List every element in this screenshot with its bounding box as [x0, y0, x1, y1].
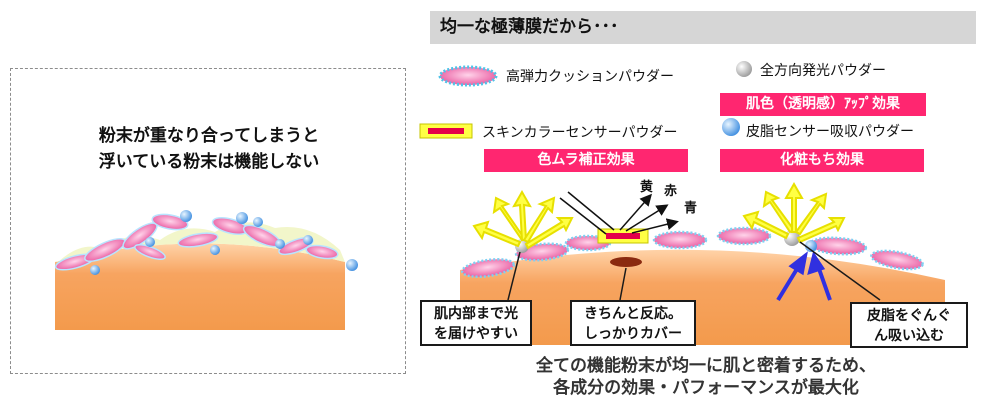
light-rays-left [472, 189, 574, 250]
effect-makeup-lasting: 化粧もち効果 [720, 149, 924, 172]
callout-absorb-line-2: ん吸い込む [874, 328, 944, 344]
omni-light-powder-icon [736, 61, 752, 77]
sebum-sensor-powder-icon [722, 118, 740, 136]
callout-light-line-2: を届けやすい [434, 326, 518, 342]
legend-cushion-label: 高弾力クッションパウダー [506, 69, 674, 85]
effect-translucency: 肌色（透明感）ｱｯﾌﾟ効果 [720, 93, 926, 116]
caption-line-1: 全ての機能粉末が均一に肌と密着するため、 [536, 356, 876, 376]
color-label-yellow: 黄 [640, 180, 654, 195]
callout-react: きちんと反応。 しっかりカバー [570, 300, 696, 346]
legend-omni-label: 全方向発光パウダー [760, 63, 886, 79]
left-comparison-panel: 粉末が重なり合ってしまうと 浮いている粉末は機能しない [10, 68, 406, 374]
left-skin-illustration [54, 210, 358, 330]
callout-light-line-1: 肌内部まで光 [434, 306, 518, 322]
callout-light: 肌内部まで光 を届けやすい [420, 300, 532, 346]
cushion-powder-icon [438, 65, 498, 87]
right-banner: 均一な極薄膜だから･･･ [430, 11, 976, 44]
callout-absorb-line-1: 皮脂をぐんぐ [867, 308, 951, 324]
callout-react-line-2: しっかりカバー [584, 326, 682, 342]
left-line-1: 粉末が重なり合ってしまうと [98, 126, 320, 146]
legend-skin-sensor-label: スキンカラーセンサーパウダー [482, 125, 678, 141]
callout-react-line-1: きちんと反応。 [584, 306, 682, 322]
effect-color-correction: 色ムラ補正効果 [484, 149, 688, 172]
color-label-blue: 青 [684, 201, 698, 216]
color-label-red: 赤 [664, 184, 678, 199]
left-explanation: 粉末が重なり合ってしまうと 浮いている粉末は機能しない [41, 123, 377, 175]
callout-absorb: 皮脂をぐんぐ ん吸い込む [850, 302, 968, 348]
legend-sebum-label: 皮脂センサー吸収パウダー [746, 124, 914, 140]
sebum-arrows [776, 251, 832, 302]
light-rays-right [742, 181, 846, 244]
left-line-2: 浮いている粉末は機能しない [98, 152, 320, 172]
color-reflection-lines [559, 191, 679, 235]
bottom-caption: 全ての機能粉末が均一に肌と密着するため、 各成分の効果・パフォーマンスが最大化 [430, 355, 982, 399]
caption-line-2: 各成分の効果・パフォーマンスが最大化 [553, 378, 859, 398]
